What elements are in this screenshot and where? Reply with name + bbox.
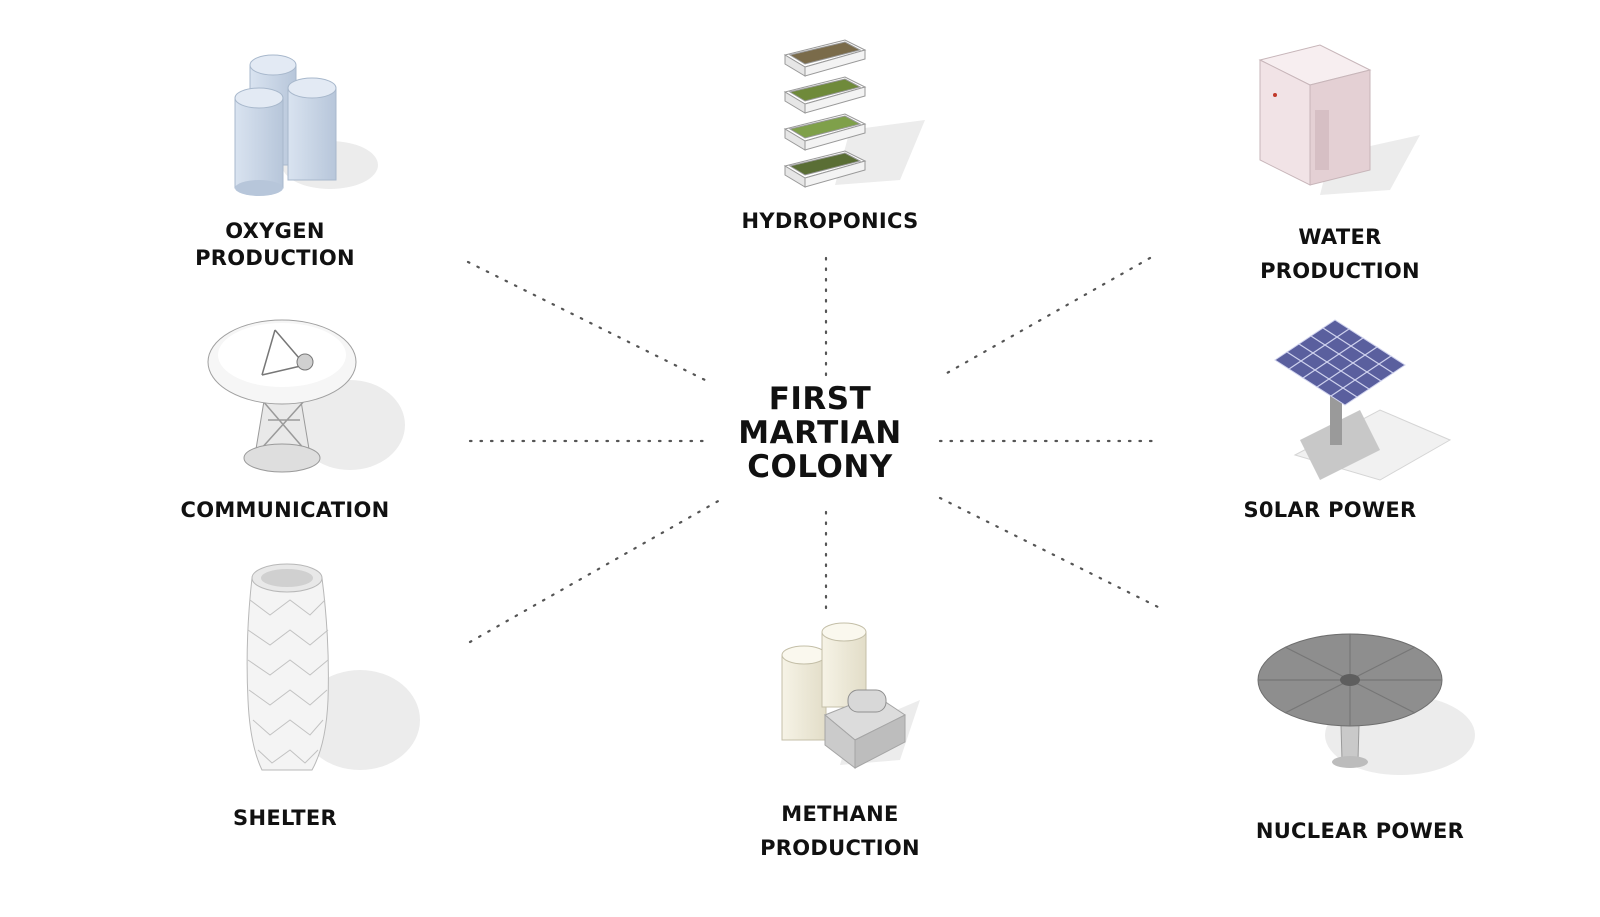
oxygen-tanks-icon xyxy=(234,54,378,196)
connector-water xyxy=(938,256,1152,379)
satellite-dish-icon xyxy=(207,319,405,473)
center-title-line-3: COLONY xyxy=(747,449,893,485)
label-communication: COMMUNICATION xyxy=(180,498,390,522)
hydroponics-trays-icon xyxy=(783,39,925,188)
center-title-line-1: FIRST xyxy=(768,381,872,417)
shelter-tower-icon xyxy=(246,563,420,771)
connector-shelter xyxy=(468,498,722,644)
label-hydroponics: HYDROPONICS xyxy=(741,209,919,233)
label-methane-production: METHANE PRODUCTION xyxy=(760,802,920,860)
connector-nuclear xyxy=(938,496,1162,610)
solar-panel-icon xyxy=(1274,319,1452,481)
label-nuclear-power: NUCLEAR POWER xyxy=(1255,819,1465,843)
label-solar-power: S0LAR POWER xyxy=(1243,498,1417,522)
label-oxygen-production: OXYGEN PRODUCTION xyxy=(195,219,355,270)
label-shelter: SHELTER xyxy=(233,806,337,830)
nuclear-reactor-icon xyxy=(1257,633,1475,775)
center-title: FIRST MARTIAN COLONY xyxy=(700,382,940,484)
connector-lines xyxy=(466,256,1162,644)
label-water-production: WATER PRODUCTION xyxy=(1260,225,1420,283)
center-title-line-2: MARTIAN xyxy=(738,415,902,451)
water-unit-icon xyxy=(1258,44,1420,195)
connector-oxygen xyxy=(466,260,707,382)
methane-plant-icon xyxy=(781,622,920,770)
